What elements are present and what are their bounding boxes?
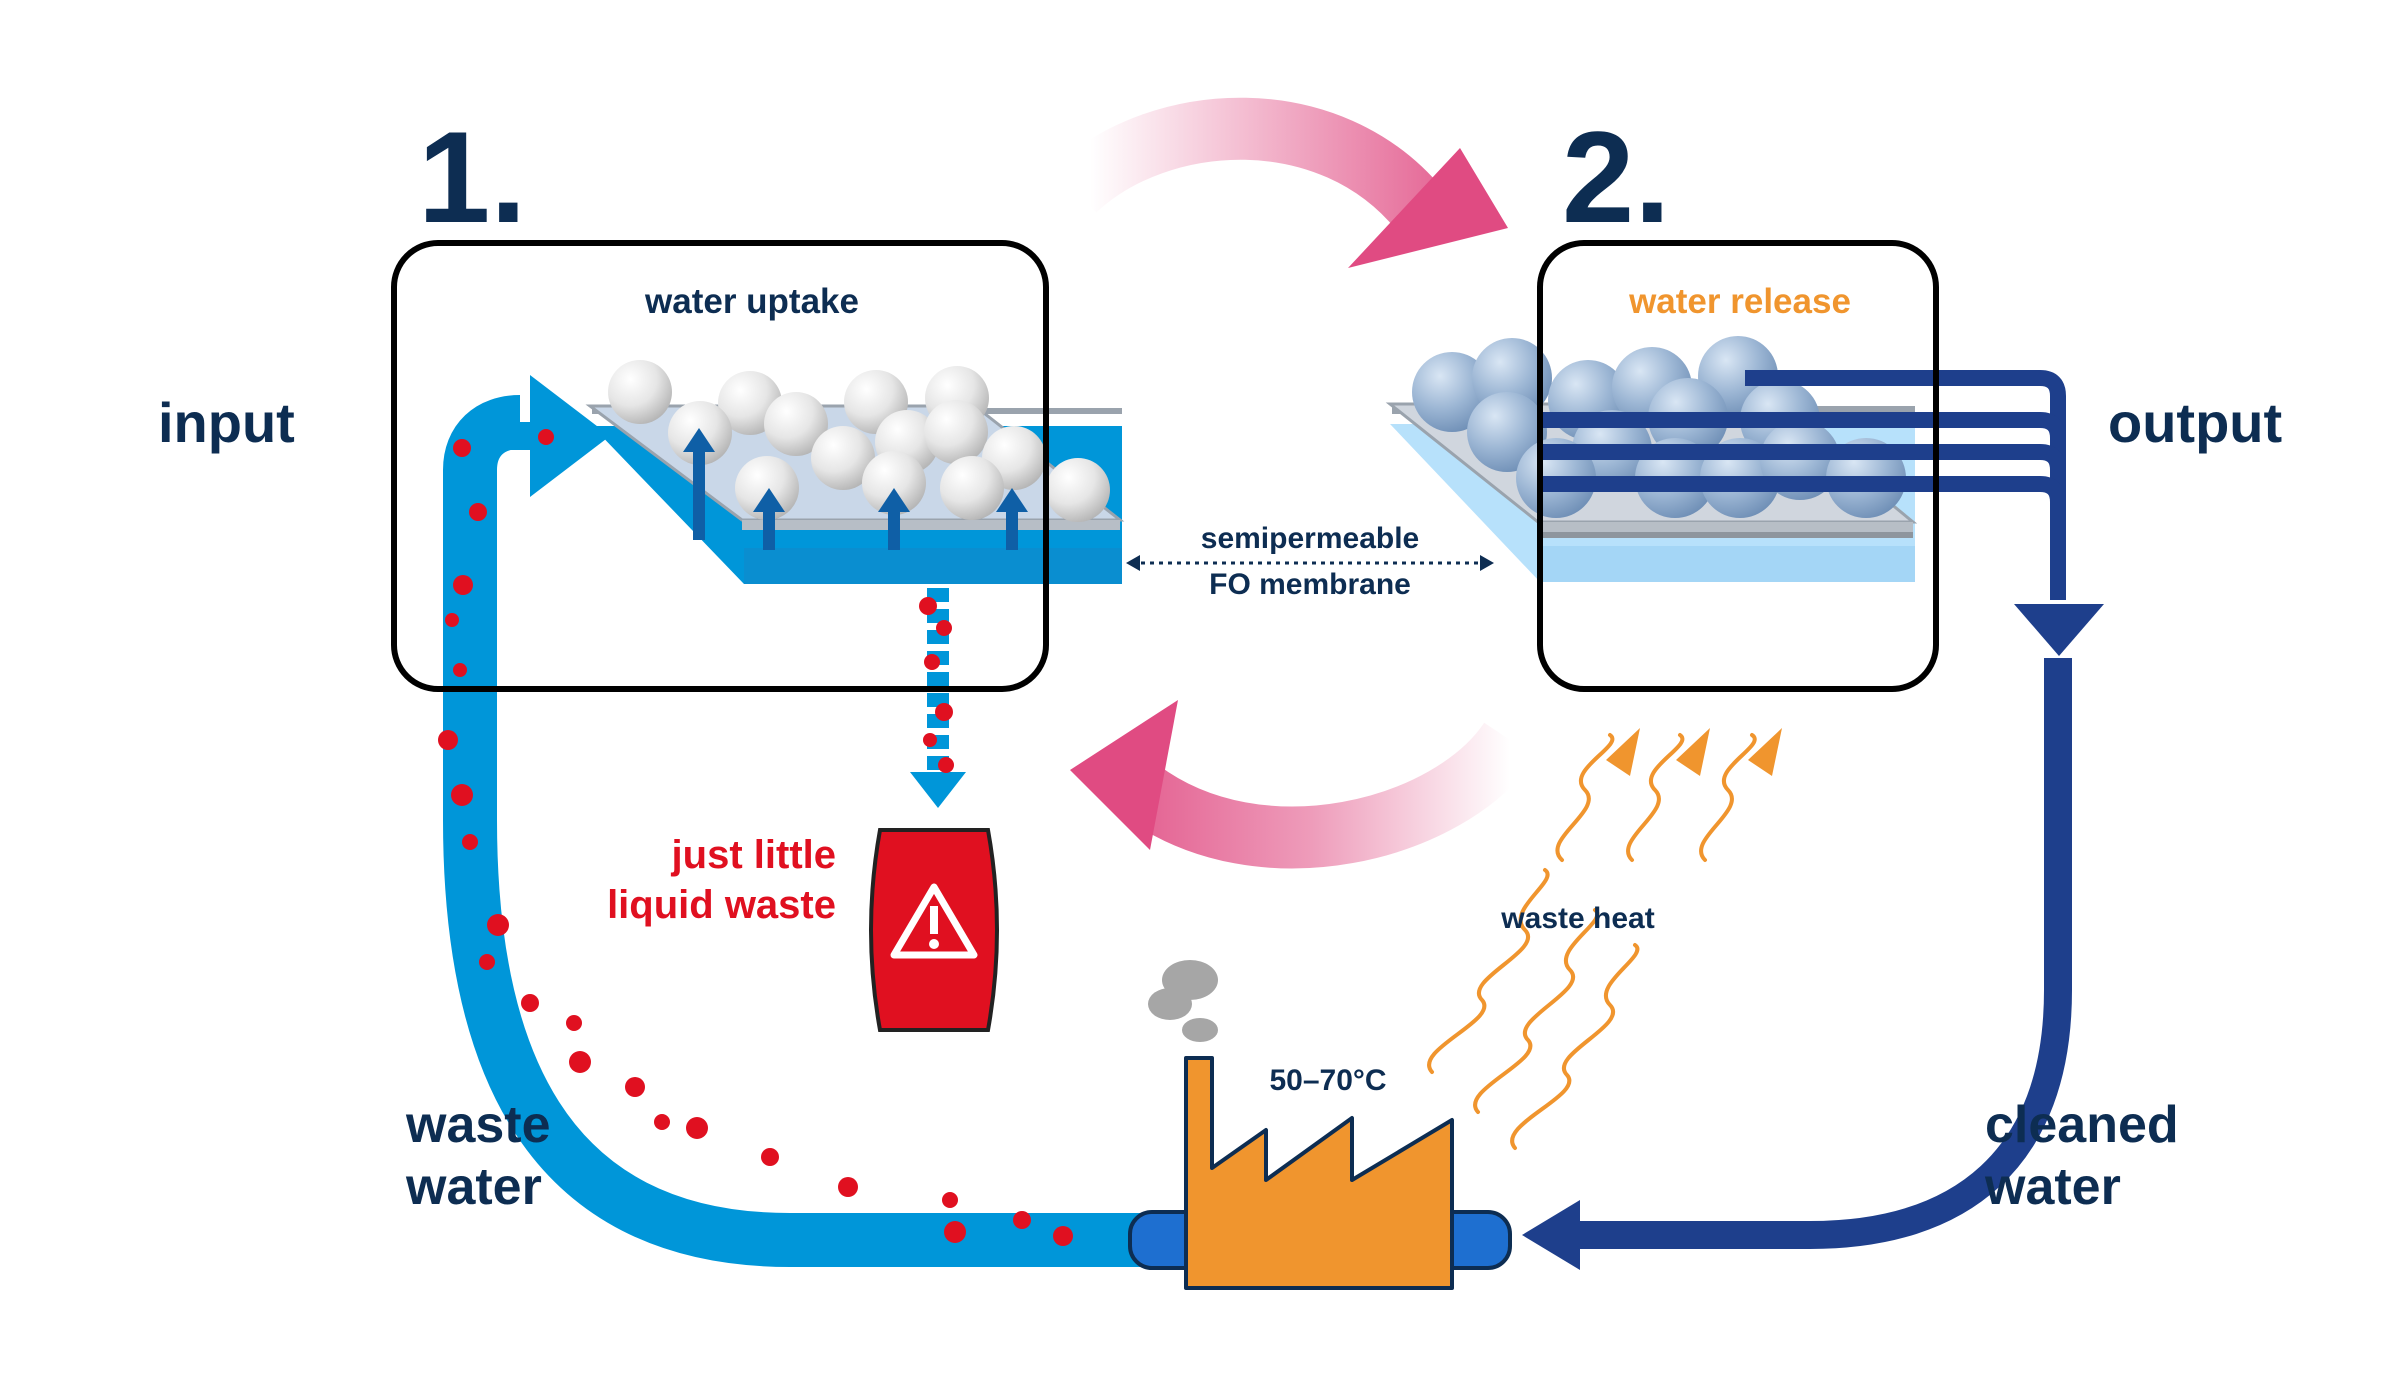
waste-heat-waves	[1427, 733, 1757, 1150]
waste-heat-arrow-heads	[1606, 728, 1782, 776]
step-1-number: 1.	[418, 104, 526, 250]
membrane-module-2	[1385, 336, 2104, 656]
water-uptake-arrows	[683, 428, 1028, 550]
cycle-arrow-bottom	[1070, 700, 1536, 869]
panel-1-title: water uptake	[644, 282, 859, 321]
cleaned-water-arrow-head	[1522, 1200, 1580, 1270]
liquid-waste-label-line-1: just little	[671, 833, 836, 877]
membrane-label-line-2: FO membrane	[1209, 568, 1411, 601]
panel-box-1	[391, 240, 1049, 692]
cleaned-water-pipe	[1522, 658, 2072, 1270]
waste-water-label-line-1: waste	[405, 1096, 551, 1154]
cycle-arrow-top	[1053, 97, 1508, 268]
liquid-waste-label-line-2: liquid waste	[607, 883, 836, 927]
panel-2-title: water release	[1628, 282, 1851, 321]
step-2-number: 2.	[1562, 104, 1670, 250]
factory-icon	[1128, 960, 1512, 1290]
output-arrow-head	[2014, 604, 2104, 656]
membrane-connector	[1126, 555, 1494, 571]
waste-water-label-line-2: water	[405, 1158, 542, 1216]
draw-solution-particles-white	[608, 360, 1110, 522]
cleaned-water-label-line-2: water	[1984, 1158, 2121, 1216]
temperature-label: 50–70°C	[1269, 1064, 1386, 1097]
membrane-label-line-1: semipermeable	[1201, 522, 1419, 555]
output-label: output	[2108, 391, 2282, 454]
membrane-module-1	[585, 360, 1125, 584]
waste-heat-label: waste heat	[1500, 902, 1654, 935]
smoke-icon	[1148, 960, 1218, 1042]
input-label: input	[158, 391, 295, 454]
liquid-waste-flow	[910, 588, 966, 808]
water-release-lines	[1540, 370, 2066, 600]
warning-icon	[890, 883, 978, 959]
cleaned-water-label-line-1: cleaned	[1985, 1096, 2179, 1154]
pollutant-particles	[438, 429, 1073, 1246]
waste-barrel-icon	[869, 828, 999, 1032]
panel-box-2	[1537, 240, 1939, 692]
